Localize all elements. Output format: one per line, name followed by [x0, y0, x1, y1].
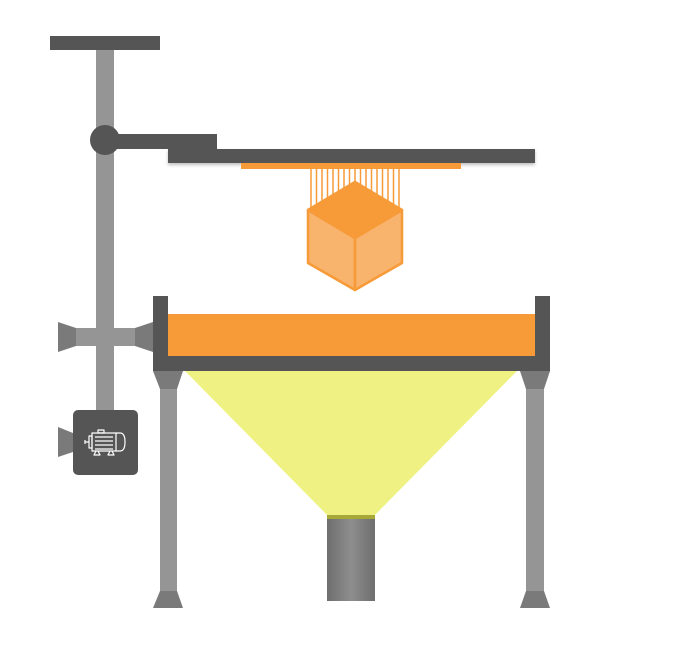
resin-in-vat	[168, 314, 535, 356]
vat-bottom	[153, 356, 550, 371]
motor-box	[73, 410, 138, 475]
support-structures	[310, 169, 400, 211]
motor-icon	[84, 429, 126, 456]
z-axis-pole	[96, 50, 114, 412]
arm-joint	[90, 125, 120, 155]
cross-bar	[76, 328, 136, 346]
motor-clamp	[58, 427, 73, 457]
platform-arm	[105, 134, 217, 149]
cube-top-face	[306, 180, 404, 240]
left-clamp	[58, 322, 76, 352]
left-leg	[153, 371, 183, 608]
build-plate-resin-layer	[241, 163, 461, 169]
printed-cube	[306, 180, 404, 292]
vat-right-wall	[535, 296, 550, 371]
uv-light-beam	[185, 371, 517, 517]
right-clamp	[135, 322, 153, 352]
tower-top-cap	[50, 36, 160, 50]
projector-lens	[327, 515, 375, 519]
right-leg	[520, 371, 550, 608]
build-platform	[168, 149, 535, 163]
vat-left-wall	[153, 296, 168, 371]
projector	[327, 516, 375, 601]
